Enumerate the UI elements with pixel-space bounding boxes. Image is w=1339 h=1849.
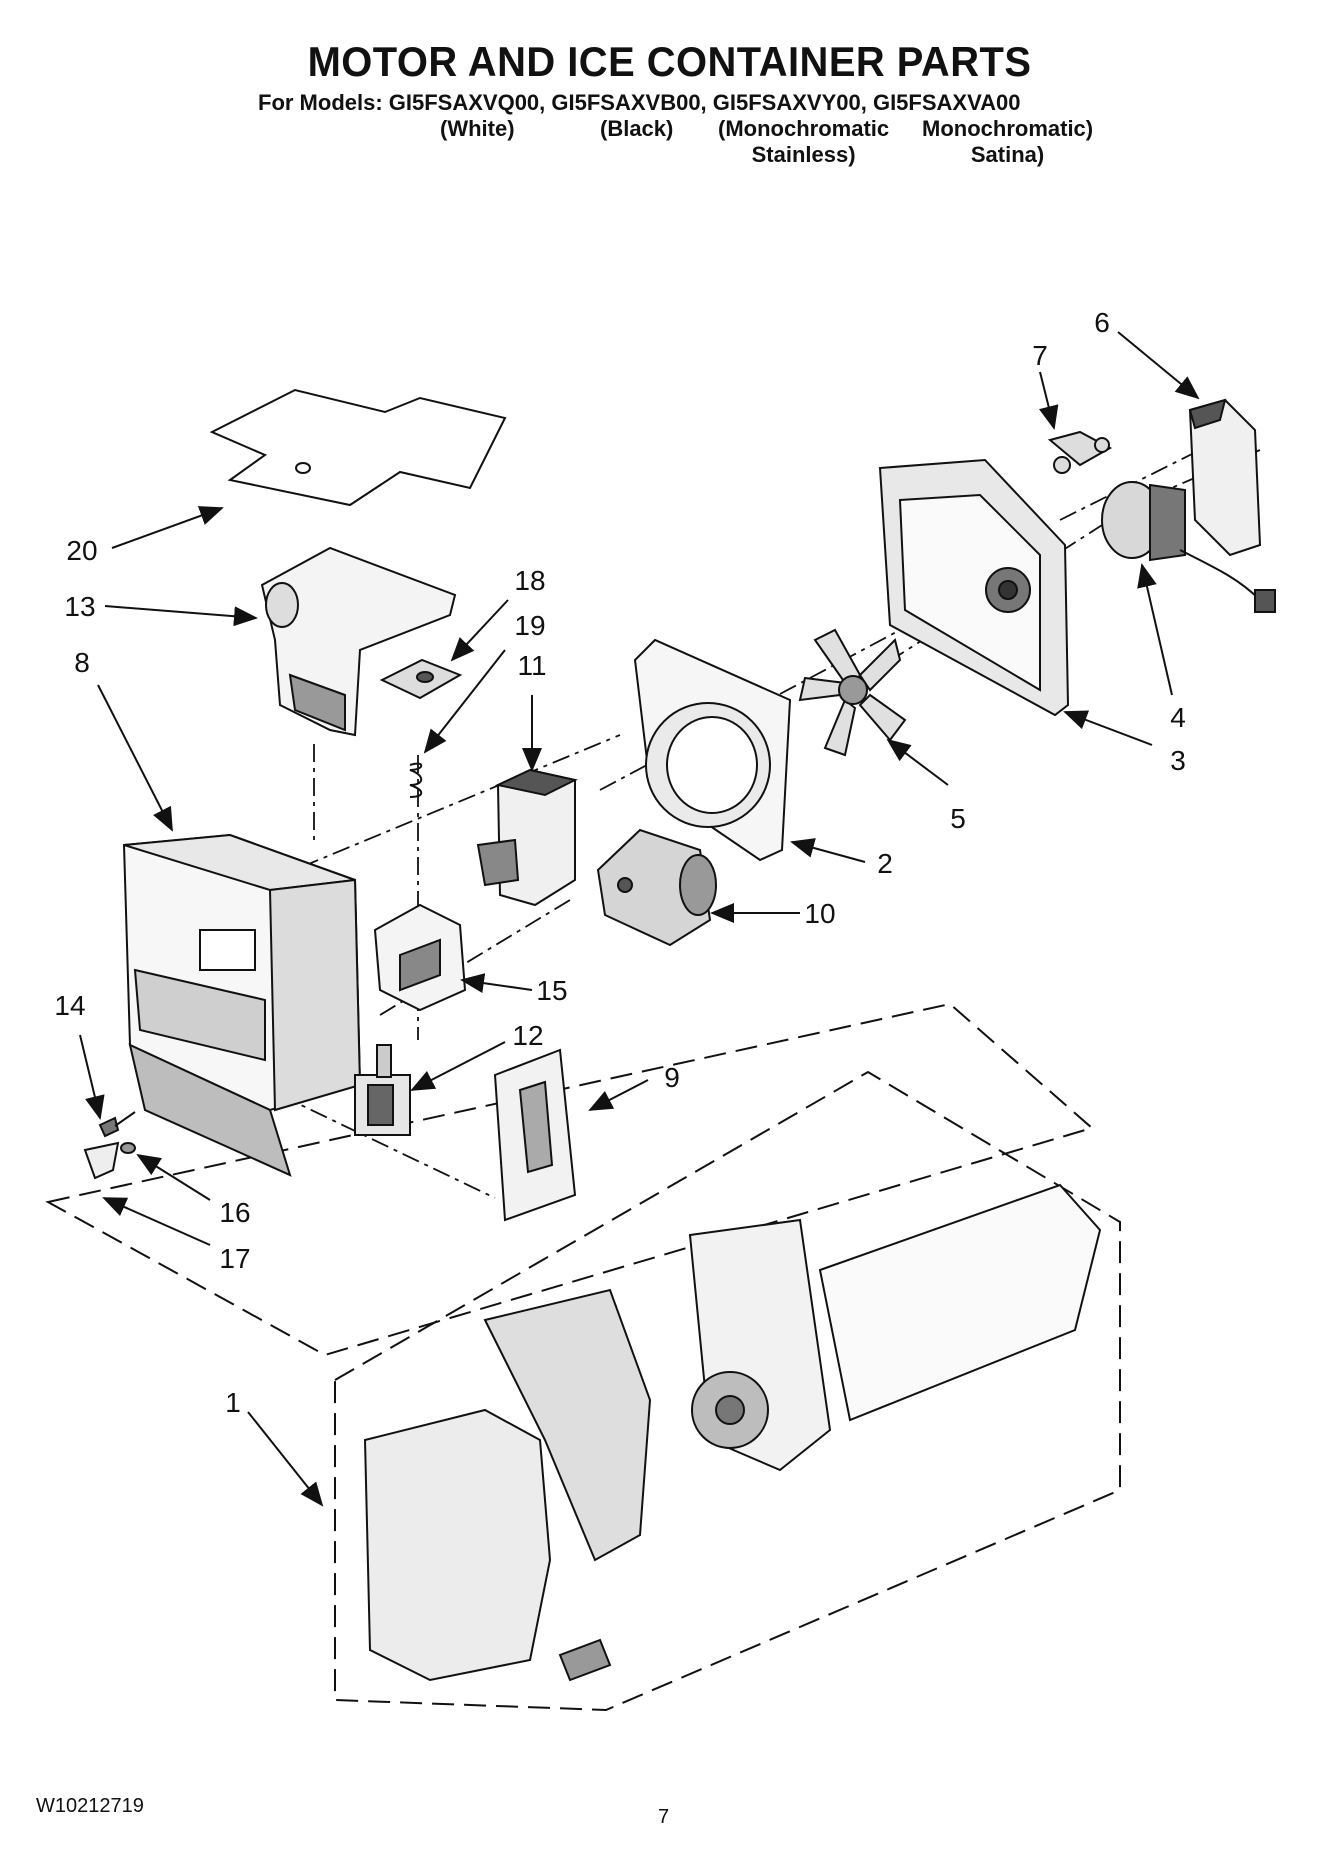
callout-2: 2 <box>877 848 893 879</box>
part-10-motor <box>596 828 717 947</box>
callout-5: 5 <box>950 803 966 834</box>
variant-white: (White) <box>440 116 515 142</box>
part-11-switch-bracket <box>476 768 578 907</box>
variant-mono-stainless-line2: Stainless) <box>751 142 856 167</box>
models-line: For Models: GI5FSAXVQ00, GI5FSAXVB00, GI… <box>258 90 1021 115</box>
part-9-bezel-plate <box>493 1048 577 1222</box>
part-1-ice-container <box>363 1183 1102 1682</box>
leader-18 <box>450 599 509 662</box>
callout-17: 17 <box>219 1243 250 1274</box>
part-16-washer <box>120 1142 136 1154</box>
callout-16: 16 <box>219 1197 250 1228</box>
page-title: MOTOR AND ICE CONTAINER PARTS <box>307 38 1032 85</box>
outline-upper-tray <box>45 1002 1095 1357</box>
variant-mono-satina-line1: Monochromatic) <box>922 116 1094 141</box>
leader-6 <box>1117 331 1200 400</box>
callout-19: 19 <box>514 610 545 641</box>
leader-19 <box>423 649 506 754</box>
part-20-insulation-sheet <box>209 388 507 507</box>
leader-2 <box>790 838 866 863</box>
part-3-fan-housing <box>878 458 1070 717</box>
leader-20 <box>111 506 224 549</box>
callout-11: 11 <box>517 650 546 681</box>
part-17-clip <box>83 1141 120 1180</box>
outline-ice-container <box>334 1070 1121 1712</box>
variant-mono-satina-line2: Satina) <box>970 142 1045 167</box>
part-15-bracket <box>373 903 467 1012</box>
page-number: 7 <box>658 1806 670 1828</box>
assembly-dashed-outlines <box>45 1002 1121 1712</box>
leader-7 <box>1038 371 1059 430</box>
leader-14 <box>79 1034 105 1120</box>
variant-mono-satina: Monochromatic) Satina) <box>922 116 1093 168</box>
variant-mono-stainless-line1: (Monochromatic <box>718 116 890 141</box>
part-14-screw <box>98 1111 136 1138</box>
leader-5 <box>886 738 949 786</box>
variant-black-line1: (Black) <box>600 116 674 141</box>
variant-white-line1: (White) <box>440 116 515 141</box>
callout-4: 4 <box>1170 702 1186 733</box>
part-6-motor-bracket <box>1188 398 1262 557</box>
part-18-cap <box>379 658 463 700</box>
leader-3 <box>1063 710 1153 746</box>
part-19-spring <box>409 762 423 798</box>
leader-17 <box>102 1197 211 1246</box>
variant-black: (Black) <box>600 116 673 142</box>
leader-lines <box>79 331 1200 1507</box>
callout-20: 20 <box>66 535 97 566</box>
callout-1: 1 <box>225 1387 241 1418</box>
part-12-solenoid <box>354 1044 411 1136</box>
document-id: W10212719 <box>36 1795 144 1817</box>
variant-mono-stainless: (Monochromatic Stainless) <box>718 116 889 168</box>
callout-15: 15 <box>536 975 567 1006</box>
callout-18: 18 <box>514 565 545 596</box>
part-4-fan-motor <box>1101 481 1276 613</box>
callout-13: 13 <box>64 591 95 622</box>
part-7-clip <box>1047 430 1113 474</box>
leader-1 <box>247 1411 324 1507</box>
leader-12 <box>410 1041 506 1091</box>
callout-9: 9 <box>664 1062 680 1093</box>
part-5-fan-blade <box>798 628 907 757</box>
leader-13 <box>104 605 258 627</box>
callout-7: 7 <box>1032 340 1048 371</box>
callout-6: 6 <box>1094 307 1110 338</box>
leader-15 <box>460 973 533 994</box>
leader-8 <box>97 684 173 832</box>
callout-3: 3 <box>1170 745 1186 776</box>
leader-16 <box>136 1153 211 1201</box>
callout-12: 12 <box>512 1020 543 1051</box>
callout-10: 10 <box>804 898 835 929</box>
callout-14: 14 <box>54 990 85 1021</box>
callout-numbers: 1 2 3 4 5 6 7 8 9 10 11 12 13 14 15 16 1… <box>54 307 1185 1418</box>
leader-9 <box>588 1079 649 1111</box>
leader-4 <box>1137 563 1173 696</box>
part-13-duct-cover <box>260 546 457 737</box>
callout-8: 8 <box>74 647 90 678</box>
part-2-fan-shroud <box>633 638 792 862</box>
part-8-housing <box>122 833 362 1177</box>
